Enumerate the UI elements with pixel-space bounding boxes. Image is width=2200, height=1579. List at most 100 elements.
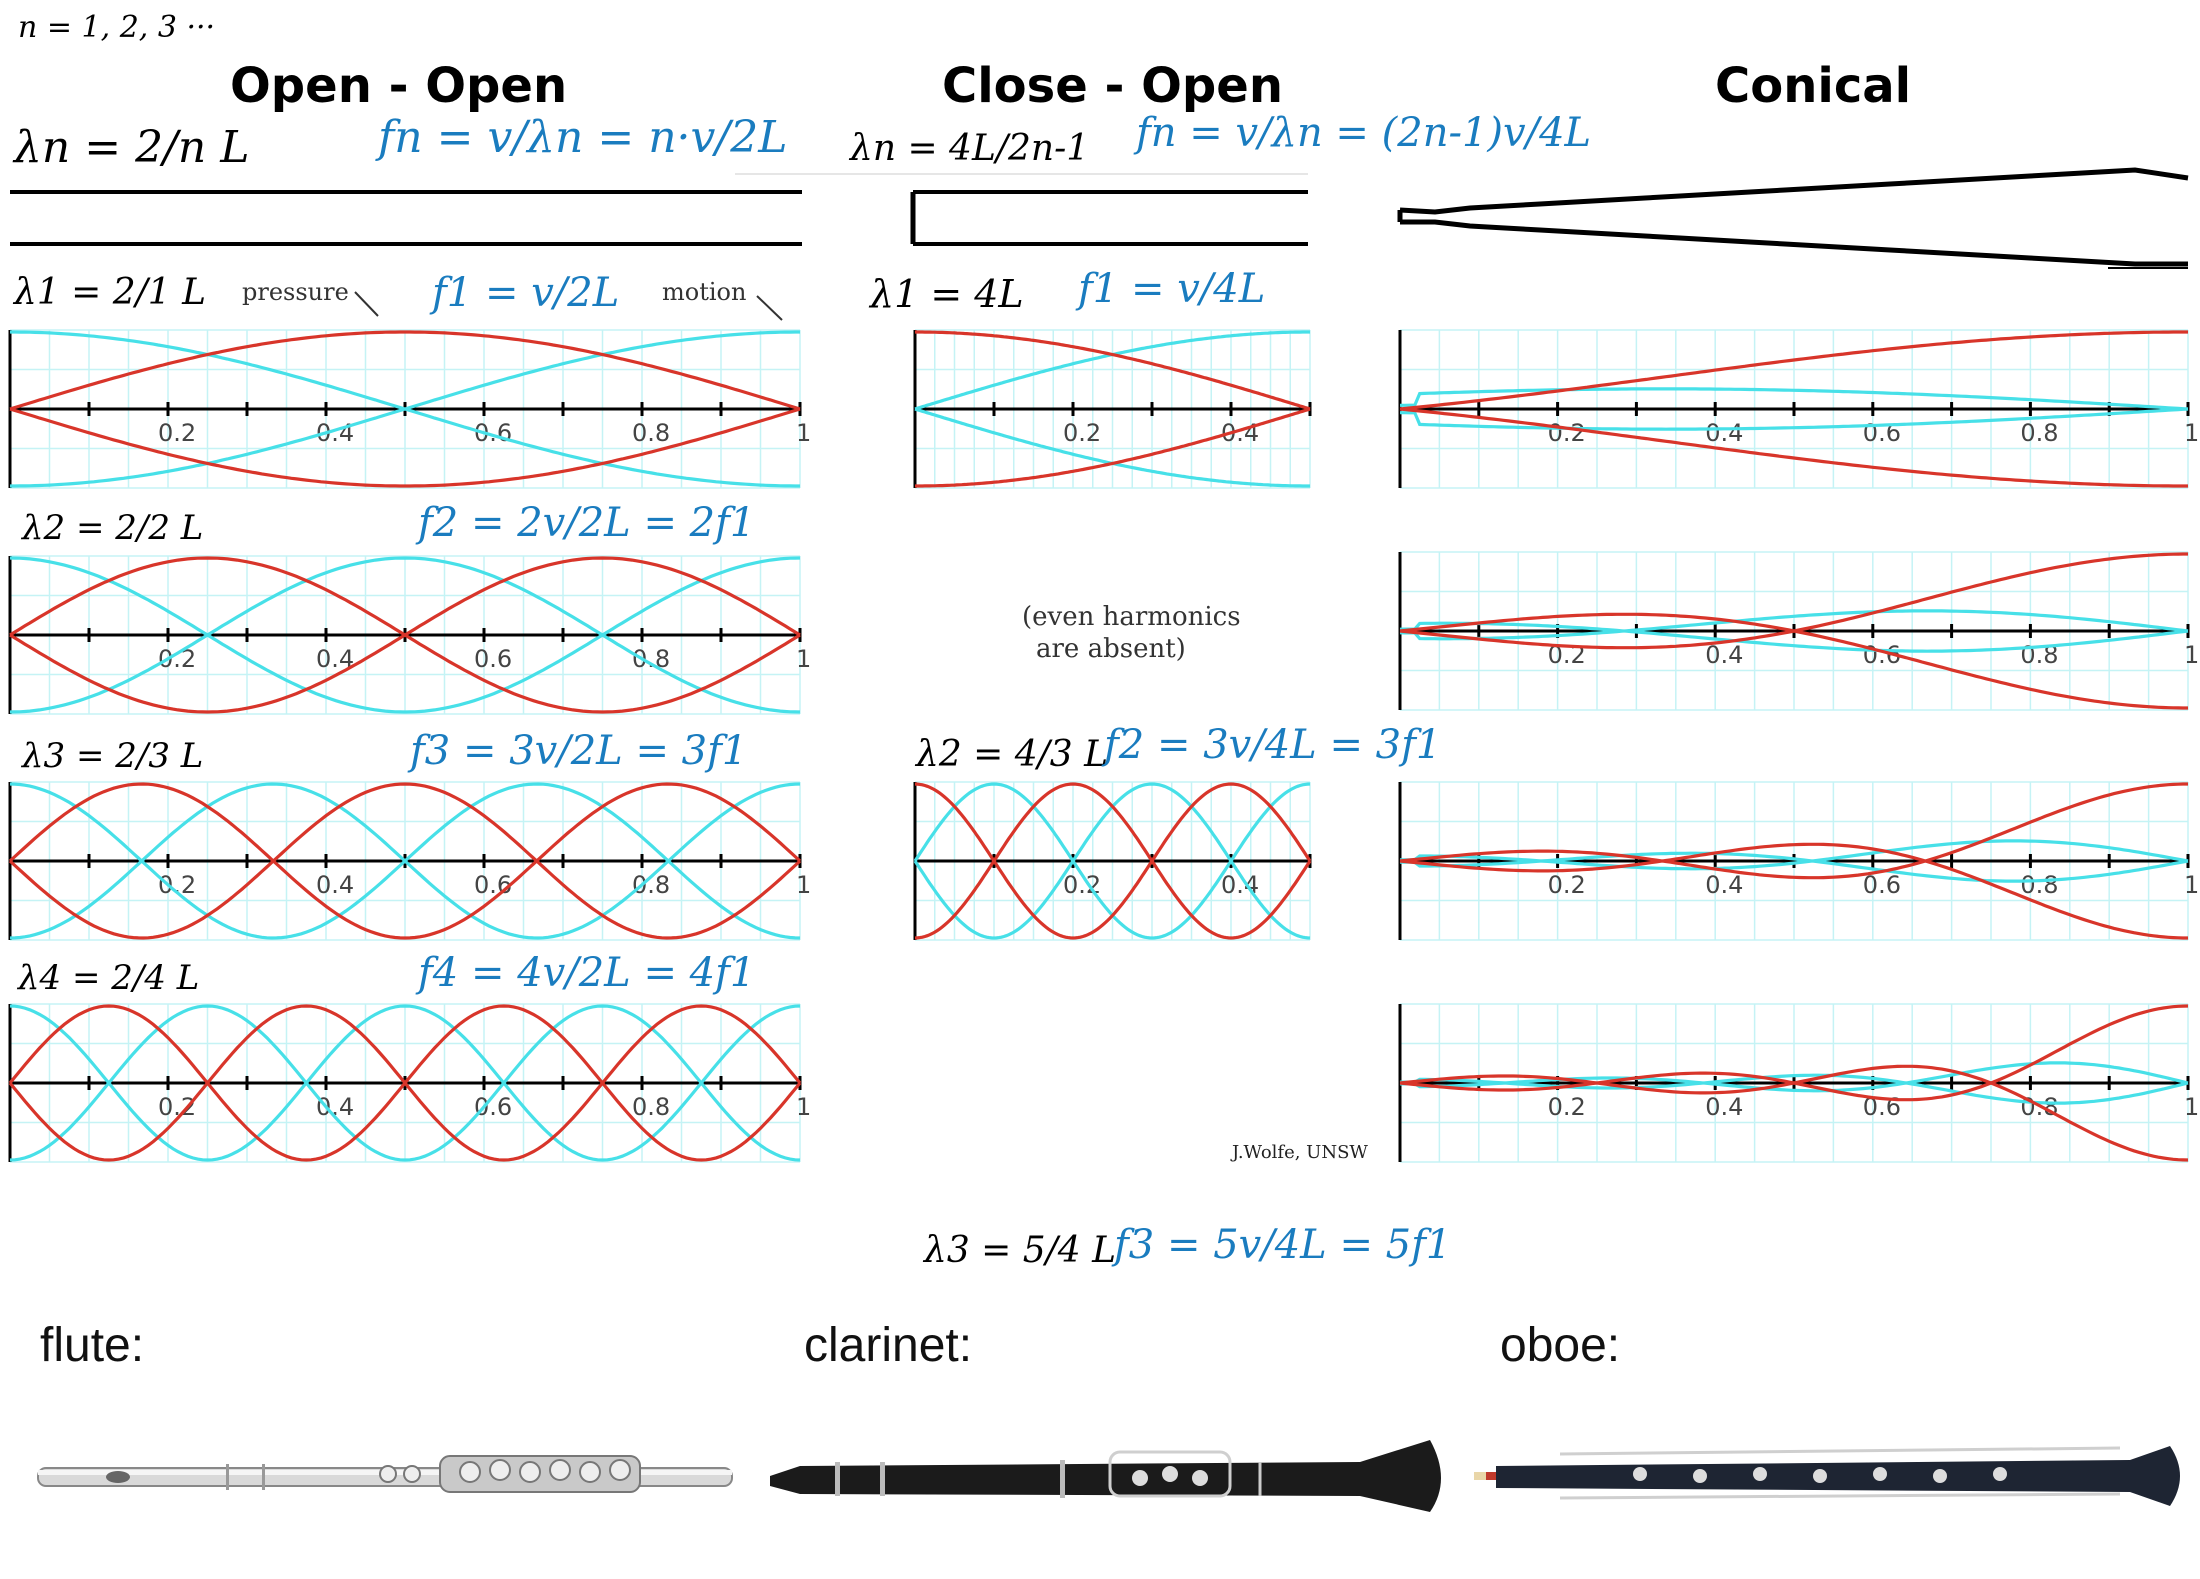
pressure-label: pressure — [242, 278, 349, 306]
x-tick-label: 0.4 — [316, 871, 354, 899]
x-tick-label: 0.2 — [1063, 419, 1101, 447]
pressure-curve — [9, 330, 801, 411]
motion-curve — [1400, 387, 2189, 411]
x-tick-label: 1 — [2184, 641, 2199, 669]
oo-lambda-3: λ3 = 2/3 L — [22, 736, 204, 776]
clarinet-illustration — [770, 1440, 1441, 1512]
pressure-curve — [1399, 330, 2188, 411]
x-tick-label: 0.4 — [1705, 1093, 1743, 1121]
motion-curve — [1400, 1073, 2189, 1105]
credit-label: J.Wolfe, UNSW — [1232, 1142, 1368, 1163]
motion-curve — [1399, 621, 2189, 653]
x-tick-label: 0.6 — [474, 645, 512, 673]
x-tick-label: 1 — [796, 871, 811, 899]
pressure-curve — [9, 556, 801, 714]
motion-curve — [1399, 609, 2189, 641]
x-tick-label: 1 — [796, 419, 811, 447]
open-open-title: Open - Open — [230, 58, 568, 114]
motion-curve — [9, 782, 801, 940]
motion-curve — [1400, 1061, 2189, 1093]
harmonic-index-note: n = 1, 2, 3 ··· — [18, 10, 216, 45]
pressure-curve — [914, 782, 1312, 940]
flute-label: flute: — [40, 1319, 145, 1372]
pressure-curve — [1399, 612, 2188, 710]
x-tick-label: 0.2 — [158, 645, 196, 673]
motion-pointer — [756, 295, 783, 321]
pressure-curve — [915, 330, 1311, 411]
flute-illustration — [37, 1455, 733, 1493]
oo-lambda-2: λ2 = 2/2 L — [22, 508, 204, 548]
co-lambda-3: λ3 = 5/4 L — [924, 1230, 1117, 1271]
x-tick-label: 1 — [2184, 871, 2199, 899]
pressure-curve — [914, 782, 1312, 940]
conical-title: Conical — [1715, 58, 1912, 114]
x-tick-label: 1 — [2184, 419, 2199, 447]
x-tick-label: 0.4 — [1705, 641, 1743, 669]
motion-curve — [9, 556, 801, 714]
pressure-curve — [1399, 842, 2188, 940]
co-f-n: fn = v/λn = (2n-1)v/4L — [1136, 110, 1592, 156]
co-f3: f3 = 5v/4L = 5f1 — [1114, 1222, 1452, 1268]
motion-label: motion — [662, 278, 747, 306]
pressure-curve — [9, 407, 801, 488]
motion-curve — [9, 556, 801, 714]
pressure-curve — [1399, 782, 2188, 880]
oo-lambda-n: λn = 2/n L — [14, 122, 250, 173]
x-tick-label: 1 — [796, 645, 811, 673]
oo-lambda-4: λ4 = 2/4 L — [18, 958, 200, 998]
even-absent-line1: (even harmonics — [1022, 602, 1241, 632]
pressure-curve — [915, 407, 1311, 488]
oboe-illustration — [1474, 1446, 2180, 1506]
x-tick-label: 0.8 — [2020, 419, 2058, 447]
motion-curve — [10, 330, 800, 488]
x-tick-label: 0.8 — [632, 419, 670, 447]
motion-curve — [1400, 407, 2189, 431]
motion-curve — [9, 1004, 801, 1162]
x-tick-label: 0.2 — [158, 1093, 196, 1121]
clarinet-label: clarinet: — [804, 1319, 973, 1372]
x-tick-label: 0.8 — [2020, 871, 2058, 899]
x-tick-label: 0.6 — [1863, 871, 1901, 899]
close-open-title: Close - Open — [942, 58, 1284, 114]
oo-lambda-1: λ1 = 2/1 L — [14, 272, 207, 313]
oboe-label: oboe: — [1500, 1319, 1621, 1372]
x-tick-label: 0.2 — [1548, 1093, 1586, 1121]
conical-tube — [1397, 167, 2189, 269]
pressure-curve — [8, 1004, 802, 1162]
oo-f3: f3 = 3v/2L = 3f1 — [410, 728, 748, 774]
x-tick-label: 0.4 — [1705, 419, 1743, 447]
pressure-curve — [1399, 407, 2188, 488]
oo-f4: f4 = 4v/2L = 4f1 — [418, 950, 756, 996]
co-f1: f1 = v/4L — [1078, 266, 1266, 312]
motion-curve — [1400, 851, 2189, 883]
pressure-curve — [1399, 1064, 2189, 1162]
close-open-tube — [735, 173, 1308, 246]
x-tick-label: 0.8 — [632, 645, 670, 673]
co-lambda-1: λ1 = 4L — [870, 272, 1024, 316]
pressure-curve — [8, 782, 802, 940]
pressure-pointer — [354, 291, 379, 317]
x-tick-label: 1 — [796, 1093, 811, 1121]
co-lambda-n: λn = 4L/2n-1 — [850, 128, 1090, 169]
pressure-curve — [8, 782, 802, 940]
x-tick-label: 0.2 — [1548, 419, 1586, 447]
x-tick-label: 0.6 — [474, 871, 512, 899]
open-open-tube — [10, 190, 802, 246]
x-tick-label: 1 — [2184, 1093, 2199, 1121]
motion-curve — [9, 1004, 801, 1162]
co-lambda-2: λ2 = 4/3 L — [916, 734, 1109, 775]
co-f2: f2 = 3v/4L = 3f1 — [1104, 722, 1442, 768]
x-tick-label: 0.4 — [1705, 871, 1743, 899]
oo-f-n: fn = v/λn = n·v/2L — [378, 112, 788, 163]
